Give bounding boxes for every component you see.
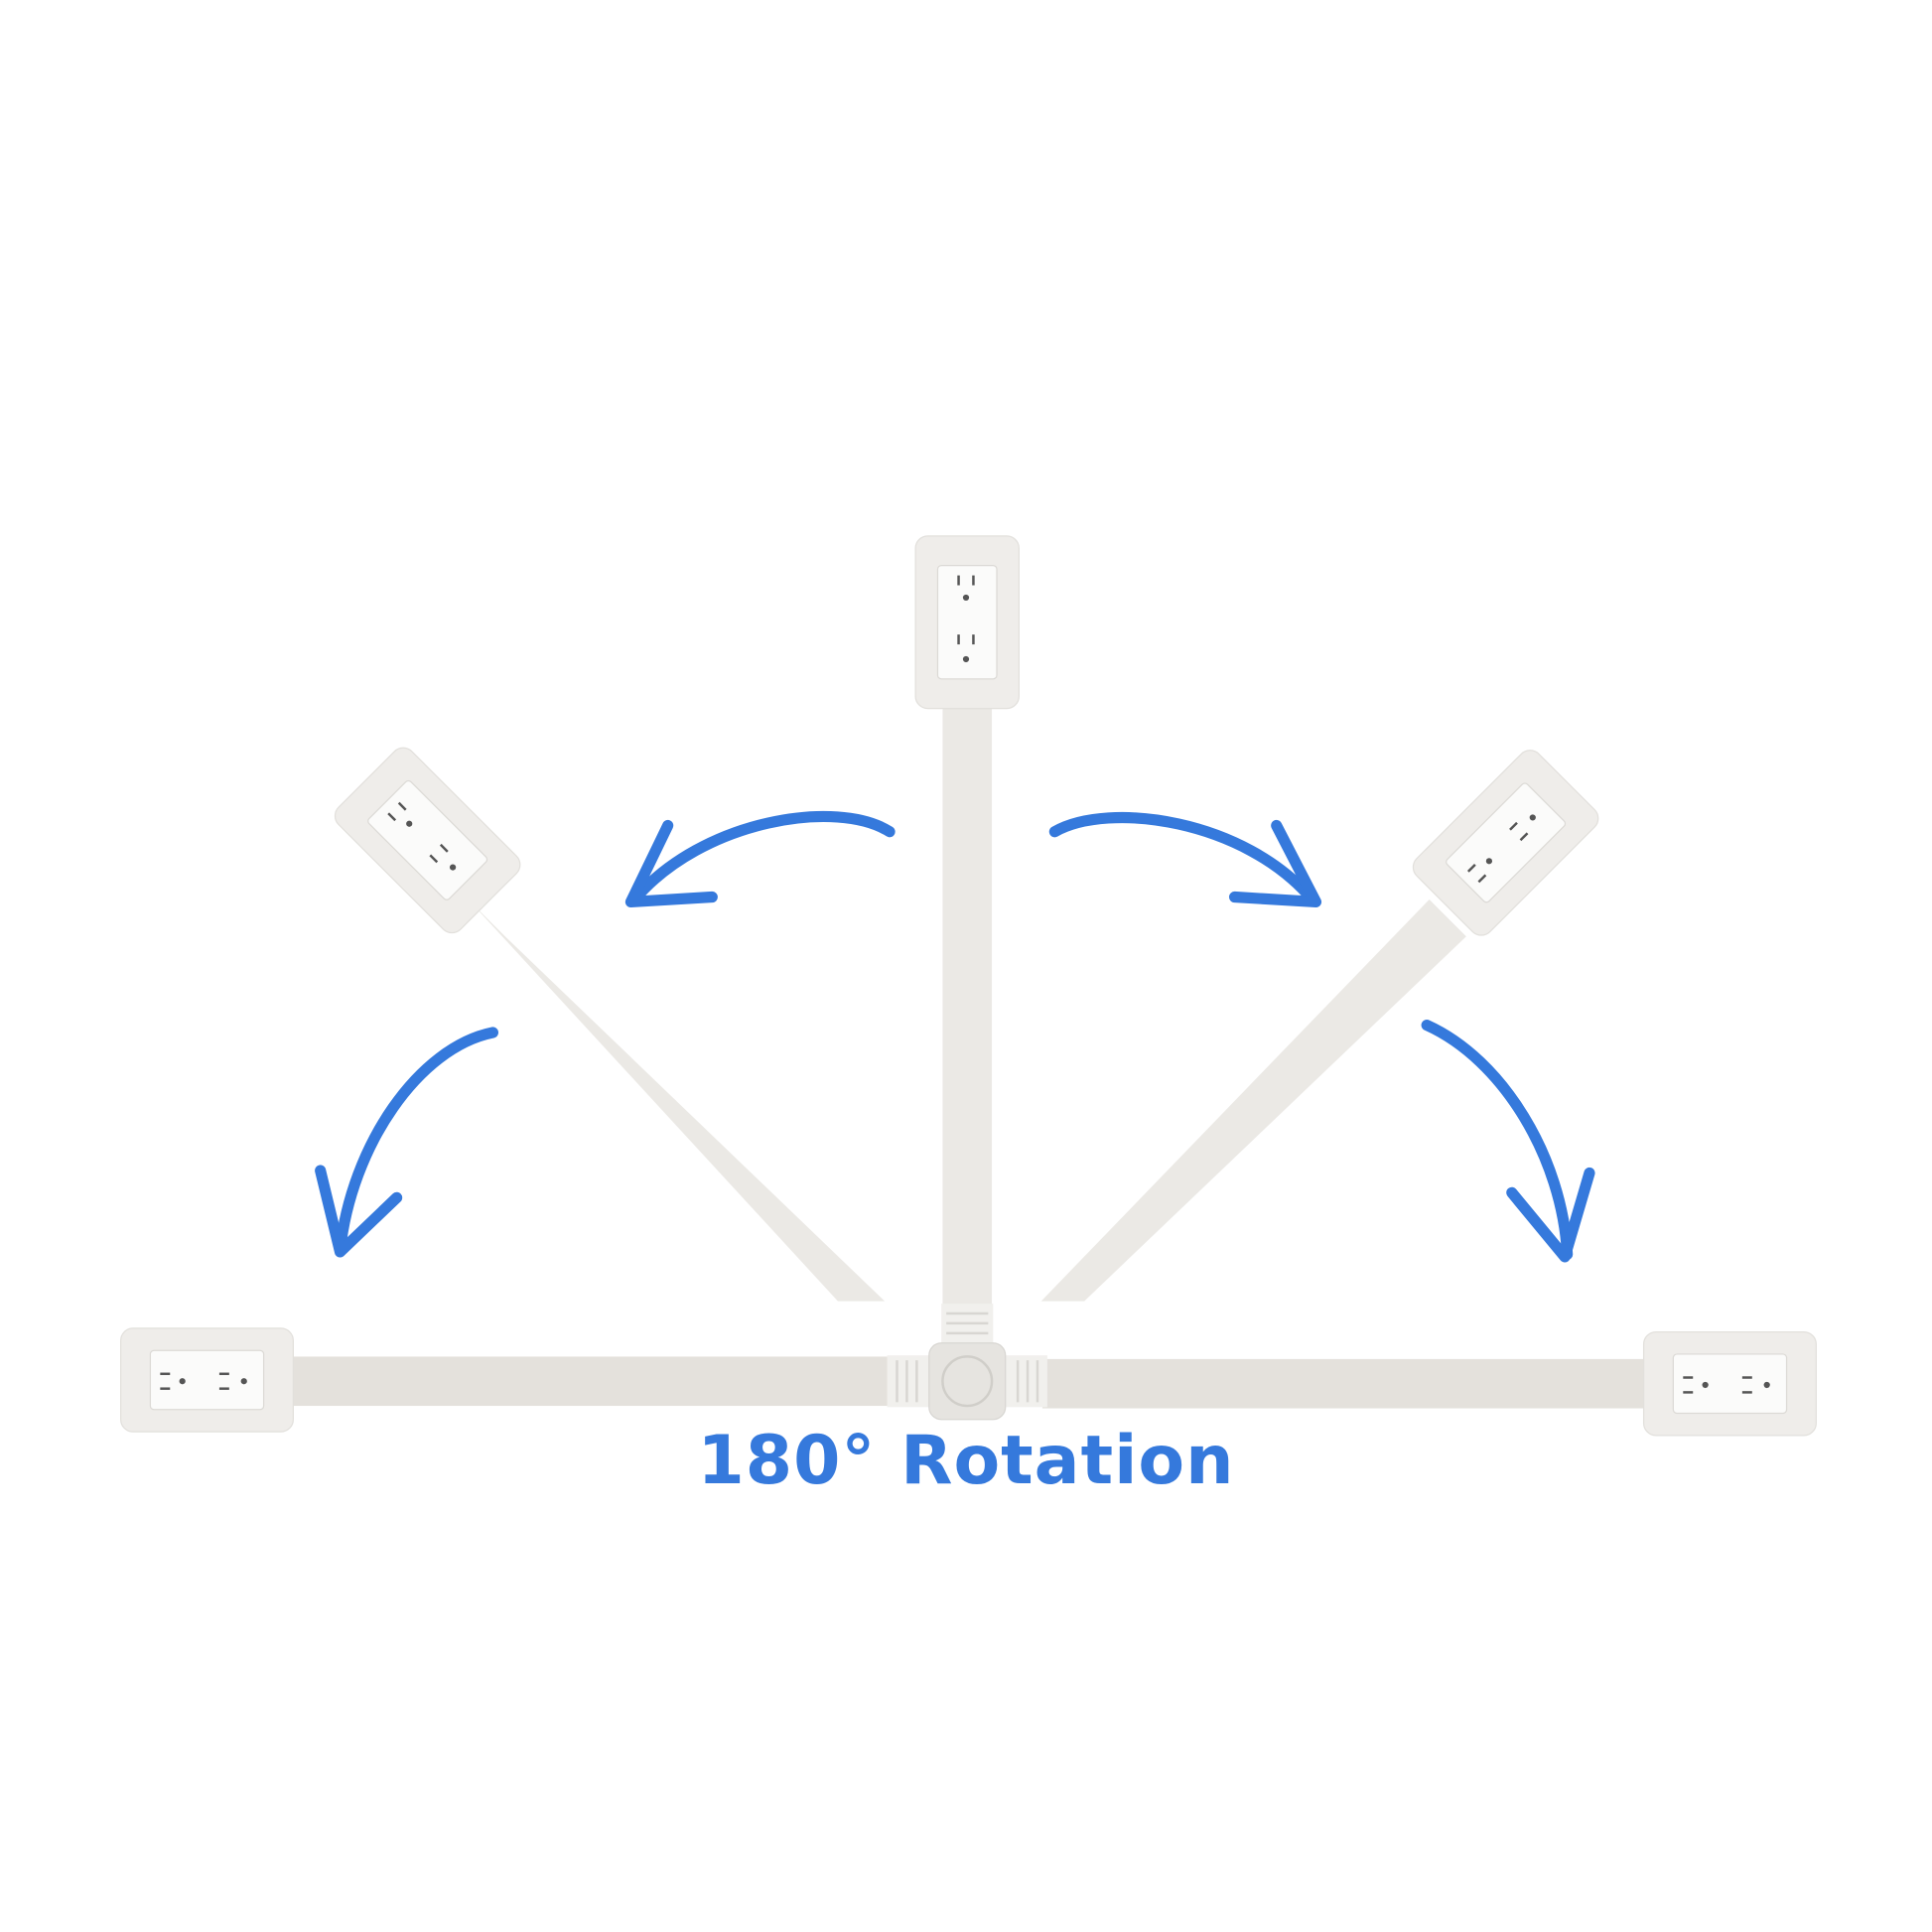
- arrow-icon-top-right: [1048, 812, 1322, 908]
- arm-vertical: [914, 535, 1020, 1318]
- arm-diagonal-left: [329, 742, 886, 1302]
- arrow-icon-left: [315, 1027, 499, 1258]
- arrow-icon-right: [1421, 1019, 1595, 1263]
- arrow-icon-top-left: [624, 810, 896, 908]
- rotation-hub: [887, 1304, 1047, 1421]
- arm-horizontal-left: [120, 1327, 892, 1433]
- arm-horizontal-right: [1041, 1330, 1817, 1437]
- arm-diagonal-right: [1040, 744, 1604, 1302]
- rotation-caption: 180° Rotation: [697, 1422, 1235, 1500]
